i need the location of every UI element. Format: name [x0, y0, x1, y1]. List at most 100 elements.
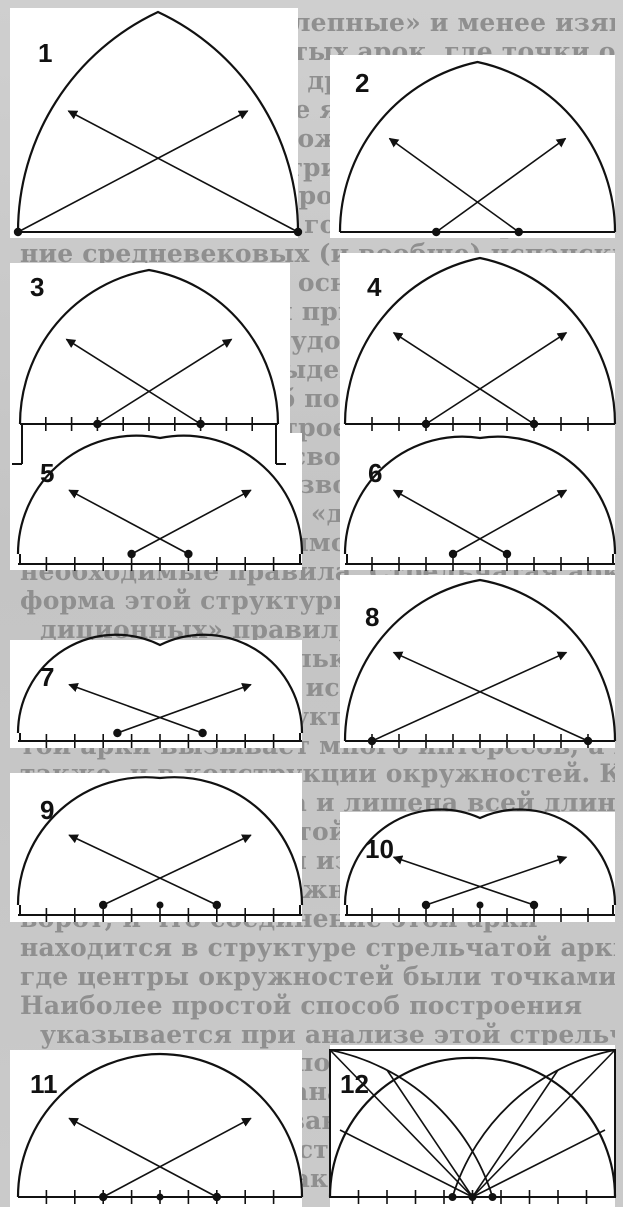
figure-panel	[330, 1045, 615, 1207]
arch-curve	[343, 808, 617, 906]
arch-curve	[16, 10, 300, 233]
radius-line	[117, 683, 252, 734]
arch-curve	[328, 1056, 617, 1198]
arch-curve	[16, 633, 304, 734]
figure-panel	[340, 433, 615, 570]
radius-line	[102, 1117, 252, 1198]
radius-line	[425, 332, 568, 425]
radius-line	[452, 489, 568, 555]
radius-line	[371, 651, 568, 742]
figure-11: 11	[16, 1052, 304, 1204]
center-point	[156, 1193, 164, 1201]
construction-arc	[329, 1049, 494, 1198]
radius-line	[67, 110, 299, 233]
radius-line	[392, 651, 589, 742]
radius-line	[435, 137, 567, 233]
radius-line	[68, 489, 189, 555]
radius-line	[68, 1117, 218, 1198]
center-point	[293, 227, 303, 237]
radius-line	[388, 137, 520, 233]
center-point	[488, 1193, 497, 1201]
figure-4: 4	[343, 256, 617, 431]
figure-number: 11	[30, 1069, 58, 1099]
radial-line	[386, 1069, 474, 1198]
arch-curve	[18, 268, 280, 425]
figure-number: 10	[365, 834, 394, 864]
center-point	[529, 900, 539, 910]
figure-panel	[340, 575, 615, 748]
center-point	[448, 1193, 457, 1201]
center-point	[583, 736, 593, 746]
figure-number: 2	[355, 68, 369, 98]
figure-number: 7	[40, 662, 54, 692]
center-point	[514, 227, 523, 237]
figure-panel	[330, 55, 615, 238]
text-line: Наиболее простой способ построения	[20, 990, 583, 1020]
center-point	[432, 227, 441, 237]
arch-curve	[16, 1052, 304, 1198]
figure-number: 3	[30, 272, 44, 302]
figure-number: 1	[38, 38, 52, 68]
figure-12: 12	[328, 1049, 617, 1204]
radius-line	[68, 834, 218, 906]
figure-7: 7	[16, 633, 304, 748]
radius-line	[68, 683, 203, 734]
radius-line	[131, 489, 252, 555]
arch-curve	[16, 776, 304, 906]
radius-line	[392, 332, 535, 425]
center-point	[113, 728, 122, 738]
radial-line	[329, 1049, 474, 1198]
figure-number: 5	[40, 458, 54, 488]
figure-panel	[10, 8, 298, 238]
figure-1: 1	[13, 10, 303, 237]
figure-panel	[340, 253, 615, 433]
radius-line	[392, 855, 535, 906]
radial-line	[339, 1129, 473, 1198]
figure-panel	[10, 640, 302, 748]
figure-panel	[10, 773, 302, 922]
text-line: находится в структуре стрельчатой арки,	[20, 932, 615, 962]
figure-panel	[10, 433, 302, 570]
figure-3: 3	[12, 268, 286, 465]
center-point	[448, 549, 458, 559]
center-point	[421, 900, 431, 910]
radial-line	[472, 1129, 606, 1198]
radius-line	[425, 855, 568, 906]
figure-number: 8	[365, 602, 379, 632]
center-point	[212, 900, 221, 910]
radius-line	[392, 489, 508, 555]
center-point	[367, 736, 377, 746]
figure-6: 6	[343, 435, 617, 571]
text-line: где центры окружностей были точками.	[20, 961, 615, 991]
center-point	[99, 900, 108, 910]
figure-10: 10	[343, 808, 617, 922]
figure-panel	[10, 1050, 302, 1207]
figure-2: 2	[338, 60, 617, 237]
center-point	[476, 901, 484, 909]
center-point	[127, 549, 136, 559]
center-point	[184, 549, 193, 559]
construction-arc	[451, 1049, 616, 1198]
radius-line	[65, 338, 202, 425]
frame	[329, 1049, 616, 1198]
center-point	[156, 901, 164, 909]
center-point	[99, 1192, 108, 1202]
figure-8: 8	[343, 578, 617, 748]
figure-number: 6	[368, 458, 382, 488]
center-point	[502, 549, 512, 559]
center-point	[421, 419, 431, 429]
center-point	[529, 419, 539, 429]
arch-curve	[343, 435, 617, 555]
radius-line	[102, 834, 252, 906]
figure-number: 9	[40, 795, 54, 825]
center-point	[93, 419, 102, 429]
figure-number: 12	[340, 1069, 369, 1099]
arch-curve	[343, 578, 617, 742]
center-point	[198, 728, 207, 738]
figure-5: 5	[16, 434, 304, 571]
text-line: указывается при анализе этой стрельчатой	[40, 1019, 615, 1049]
radius-line	[96, 338, 233, 425]
center-point	[468, 1193, 477, 1201]
